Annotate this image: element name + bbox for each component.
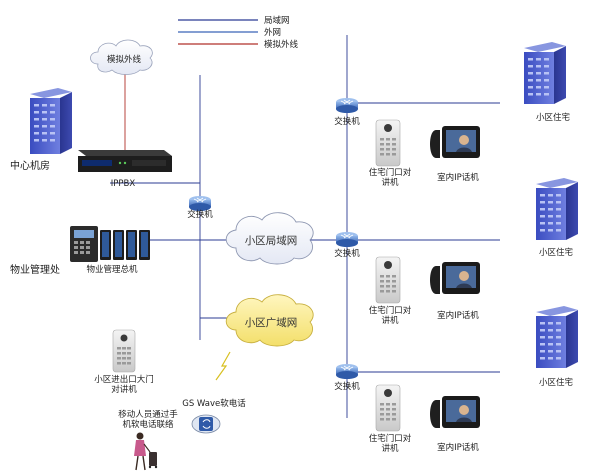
lan-cloud-shape <box>225 212 314 265</box>
pstn-cloud-shape <box>90 39 153 75</box>
door-intercom-3-label-line2: 讲机 <box>381 443 399 454</box>
legend-pstn-label: 模拟外线 <box>264 39 299 50</box>
switch-left-label: 交换机 <box>187 209 213 220</box>
door-intercom-1 <box>375 119 401 167</box>
switch-top <box>336 98 358 113</box>
gate-intercom-label-line1: 小区进出口大门 <box>94 374 154 385</box>
switch-bottom-label: 交换机 <box>334 381 360 392</box>
legend: 局域网 外网 模拟外线 <box>178 15 299 50</box>
softphone-icon <box>191 414 221 434</box>
indoor-phone-3-label: 室内IP话机 <box>437 442 479 453</box>
switch-middle-label: 交换机 <box>334 248 360 259</box>
door-intercom-3 <box>375 384 401 432</box>
ippbx-device <box>78 150 172 172</box>
indoor-phone-1 <box>430 126 480 158</box>
indoor-phone-2 <box>430 262 480 294</box>
legend-lan-label: 局域网 <box>264 15 290 26</box>
mobile-user-label-line2: 机软电话联络 <box>122 419 174 430</box>
door-intercom-1-label-line2: 讲机 <box>381 177 399 188</box>
pstn-cloud-label: 模拟外线 <box>107 54 142 65</box>
door-intercom-1-label-line1: 住宅门口对 <box>369 167 412 178</box>
door-intercom-3-label-line1: 住宅门口对 <box>369 433 412 444</box>
residence-building-3 <box>536 306 578 368</box>
pstn-cloud: 模拟外线 <box>90 39 153 75</box>
switch-top-label: 交换机 <box>334 116 360 127</box>
door-intercom-2 <box>375 256 401 304</box>
lan-cloud: 小区局域网 <box>225 212 314 265</box>
data-center-label: 中心机房 <box>10 159 50 172</box>
mobile-user-label-line1: 移动人员通过手 <box>118 409 178 420</box>
lan-cloud-label: 小区局域网 <box>245 234 298 247</box>
residence-1-label: 小区住宅 <box>536 112 570 123</box>
gate-intercom-label-line2: 对讲机 <box>111 384 137 395</box>
legend-wan-label: 外网 <box>264 27 281 38</box>
residence-building-2 <box>536 178 578 240</box>
ippbx-label: IPPBX <box>111 179 136 189</box>
wan-cloud-shape <box>225 294 314 347</box>
residence-3-label: 小区住宅 <box>539 377 573 388</box>
indoor-phone-1-label: 室内IP话机 <box>437 172 479 183</box>
door-intercom-2-label-line2: 讲机 <box>381 315 399 326</box>
residence-building-1 <box>524 42 566 104</box>
wan-cloud-label: 小区广域网 <box>245 316 298 329</box>
door-intercom-2-label-line1: 住宅门口对 <box>369 305 412 316</box>
property-host-device <box>70 226 150 262</box>
gate-intercom-device <box>112 329 136 373</box>
switch-middle <box>336 232 358 247</box>
indoor-phone-2-label: 室内IP话机 <box>437 310 479 321</box>
mobile-user-figure <box>134 432 158 471</box>
indoor-phone-3 <box>430 396 480 428</box>
residence-2-label: 小区住宅 <box>539 247 573 258</box>
switch-left <box>189 196 211 211</box>
property-host-label: 物业管理总机 <box>86 264 138 275</box>
data-center-server <box>30 88 72 154</box>
softphone-label: GS Wave软电话 <box>182 398 246 409</box>
wan-cloud: 小区广域网 <box>225 294 314 347</box>
property-office-label: 物业管理处 <box>10 263 60 276</box>
switch-bottom <box>336 364 358 379</box>
